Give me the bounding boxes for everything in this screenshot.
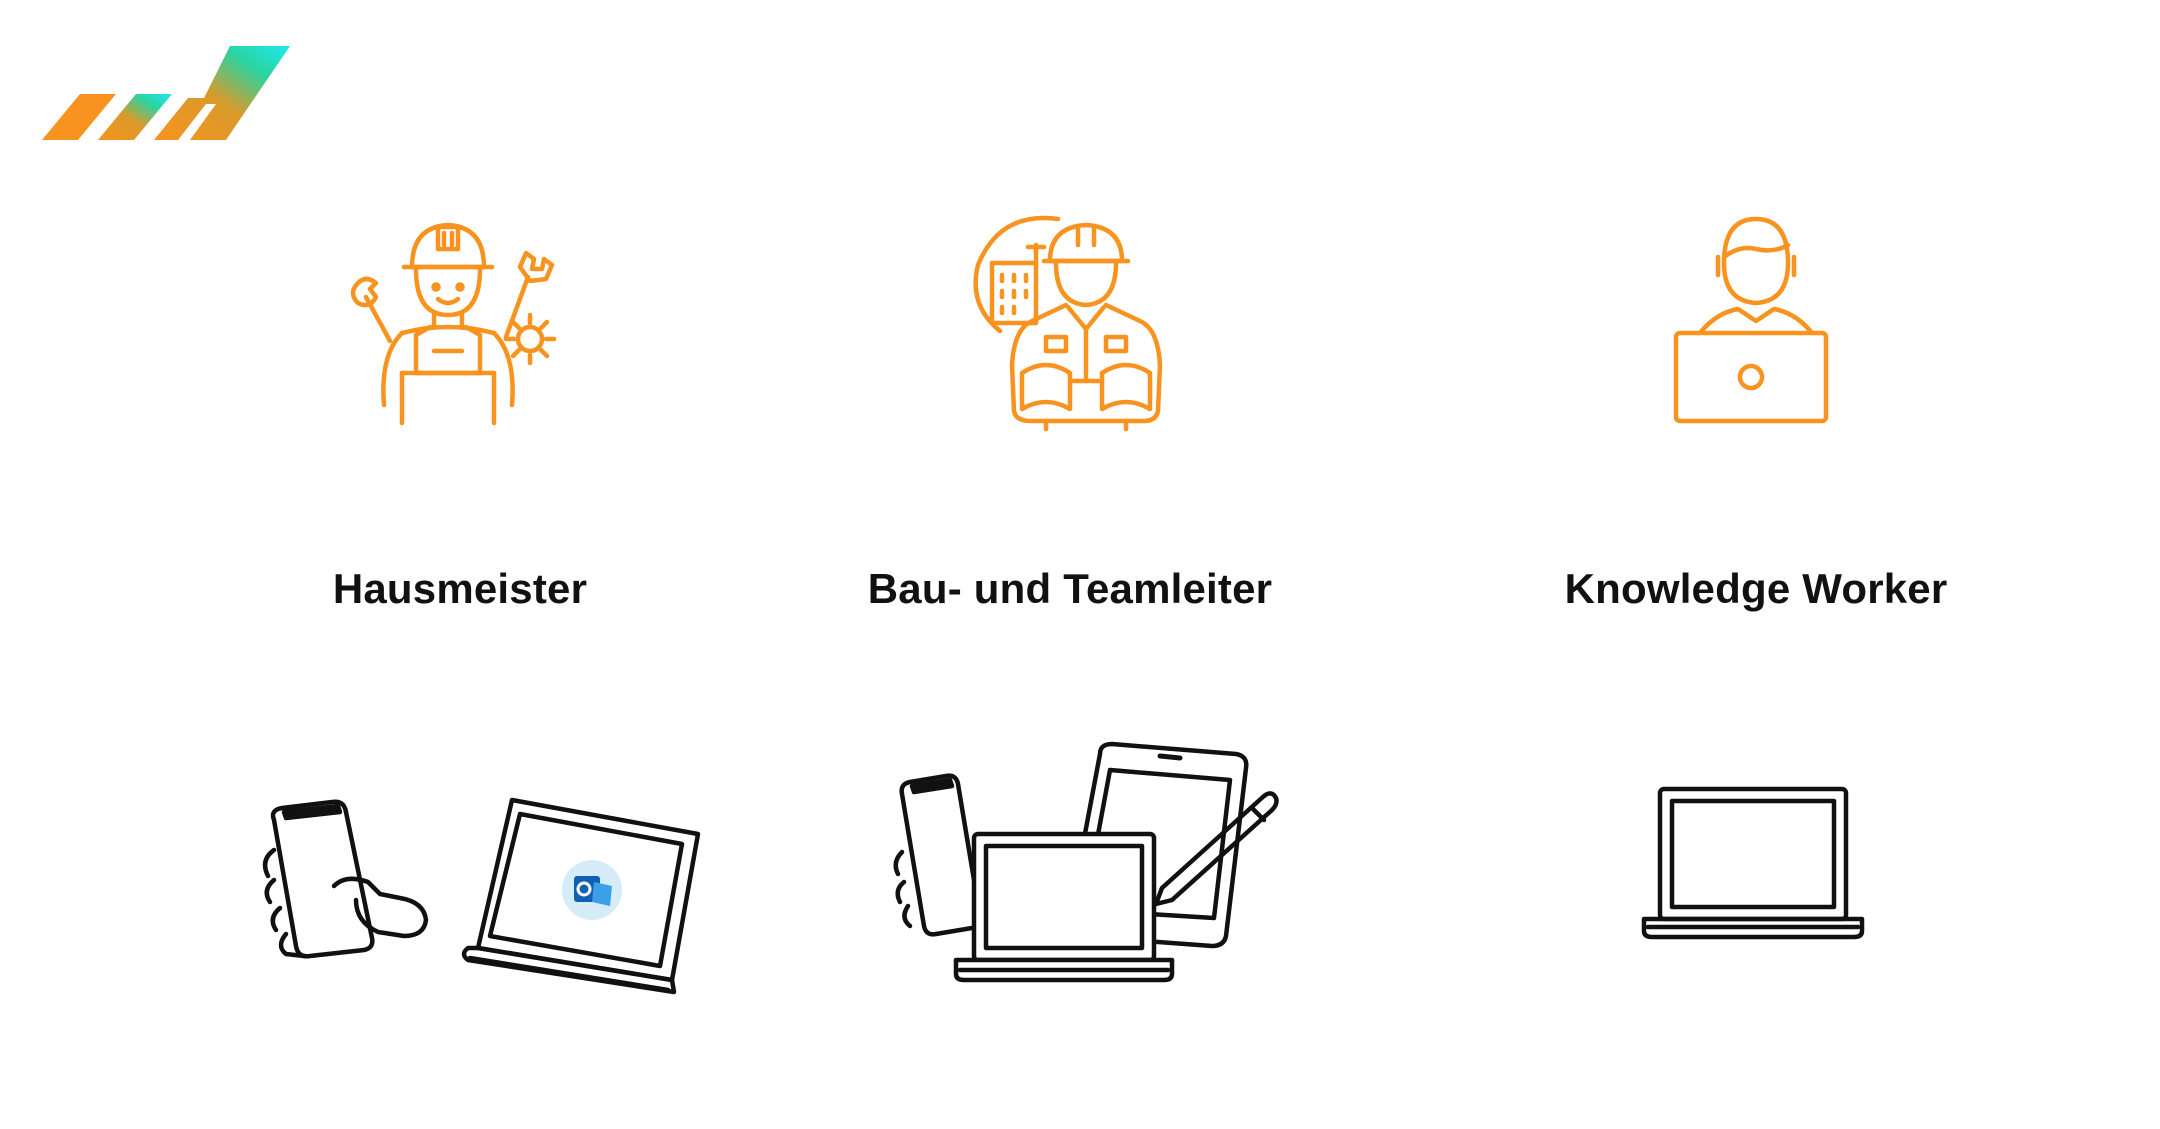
brand-logo-icon (40, 44, 300, 144)
persona-label-knowledge-worker: Knowledge Worker (1564, 565, 1948, 612)
office-worker-laptop-icon (1620, 205, 1880, 425)
bau-und-teamleiter-devices (890, 740, 1290, 1000)
persona-label-bau-und-teamleiter: Bau- und Teamleiter (867, 565, 1273, 612)
laptop-icon (953, 831, 1175, 983)
persona-label-hausmeister: Hausmeister (332, 565, 588, 612)
laptop-with-outlook-icon (461, 797, 701, 995)
smartphone-in-hand-icon (262, 799, 429, 959)
handyman-icon (330, 205, 590, 426)
construction-manager-icon (940, 205, 1200, 432)
smartphone-in-hand-icon (893, 773, 983, 937)
knowledge-worker-devices (1640, 785, 1870, 945)
hausmeister-devices (260, 790, 720, 1010)
laptop-icon (1641, 786, 1865, 940)
